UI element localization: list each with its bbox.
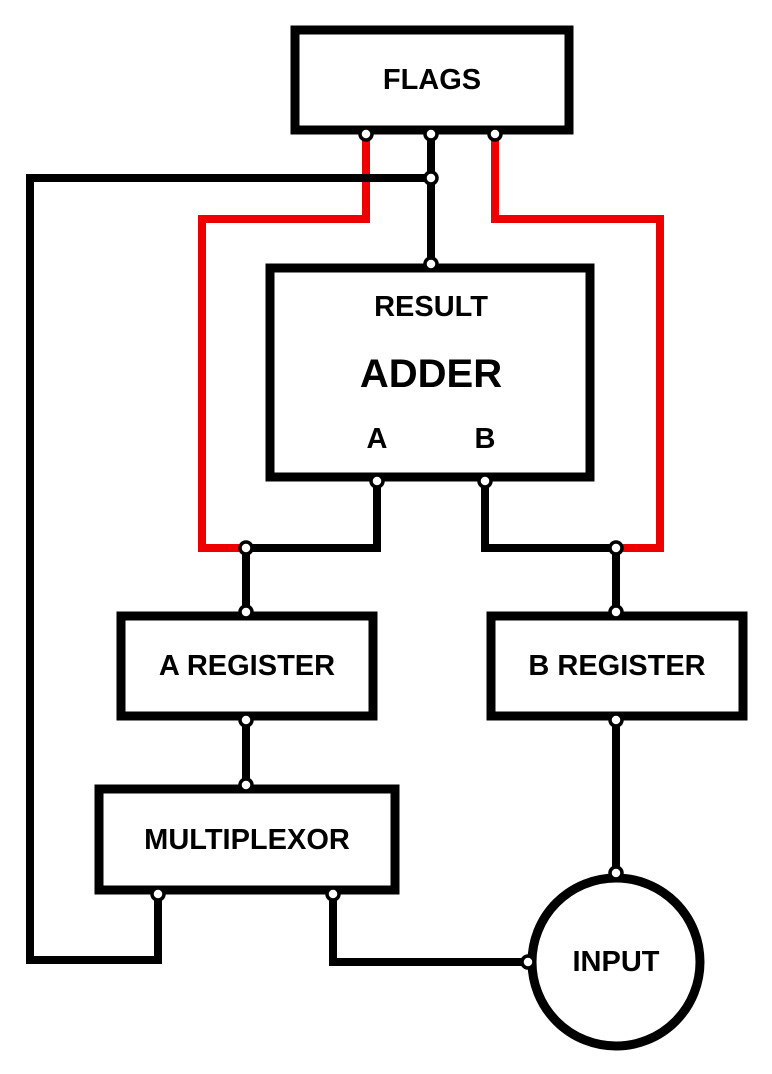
multiplexor-block: MULTIPLEXOR — [94, 784, 400, 895]
adder-title: ADDER — [360, 352, 502, 396]
adder-block: RESULT ADDER A B — [265, 263, 595, 482]
connector-dot — [423, 256, 439, 272]
connector-dot — [238, 604, 254, 620]
connector-dot — [608, 865, 624, 881]
wire-adder-b — [481, 483, 620, 612]
connector-dot — [423, 170, 439, 186]
adder-input-a-label: A — [367, 423, 388, 455]
connector-dot — [358, 126, 374, 142]
input-label: INPUT — [573, 946, 660, 978]
connector-dot — [477, 473, 493, 489]
connector-dot — [238, 540, 254, 556]
a-register-block: A REGISTER — [116, 611, 378, 721]
connector-dot — [369, 473, 385, 489]
wire-adder-a — [242, 483, 381, 612]
connector-dots — [150, 126, 624, 970]
wire-input-to-multiplexor — [329, 896, 528, 966]
flags-block: FLAGS — [290, 25, 574, 135]
connector-dot — [150, 886, 166, 902]
b-register-label: B REGISTER — [528, 650, 705, 682]
adder-result-label: RESULT — [374, 291, 488, 323]
connector-dot — [238, 777, 254, 793]
wire-multiplexor-to-flags — [26, 174, 431, 964]
flags-label: FLAGS — [383, 64, 481, 96]
b-register-block: B REGISTER — [486, 611, 748, 721]
connector-dot — [608, 540, 624, 556]
connector-dot — [608, 604, 624, 620]
multiplexor-label: MULTIPLEXOR — [144, 824, 350, 856]
wires — [26, 134, 664, 966]
flag-wire-left — [198, 134, 370, 552]
input-block: INPUT — [527, 873, 705, 1051]
connector-dot — [487, 126, 503, 142]
connector-dot — [608, 712, 624, 728]
a-register-label: A REGISTER — [159, 650, 335, 682]
connector-dot — [238, 712, 254, 728]
connector-dot — [325, 886, 341, 902]
flag-wire-right — [491, 134, 664, 552]
adder-input-b-label: B — [475, 423, 496, 455]
connector-dot — [520, 954, 536, 970]
connector-dot — [423, 126, 439, 142]
